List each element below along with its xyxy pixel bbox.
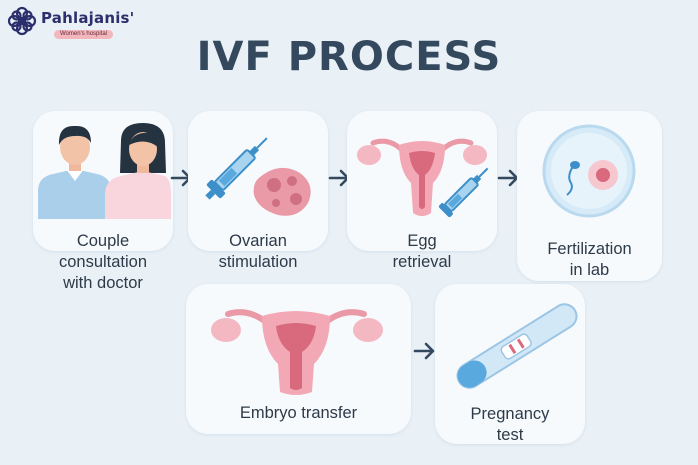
brand-logo: Pahlajanis' Women's hospital [6,5,136,39]
step-card-pregnancy-test: Pregnancy test [435,284,585,444]
pregnancy-test-icon [456,303,578,389]
brand-name: Pahlajanis' [41,9,135,27]
step-label: Embryo transfer [239,404,358,422]
logo-mark-icon [7,6,37,36]
brand-tagline: Women's hospital [54,30,114,39]
step-card-consultation: Couple consultation with doctor [33,111,173,292]
syringe-ovary-icon [205,137,311,216]
uterus-syringe-icon [357,138,489,218]
couple-icon [38,123,171,219]
step-label: Fertilization in lab [547,240,632,279]
step-label: Ovarian stimulation [218,232,298,271]
petri-dish-icon [542,124,636,218]
step-card-embryo-transfer: Embryo transfer [186,284,411,434]
arrow-icon [413,341,437,361]
step-label: Egg retrieval [392,232,452,271]
uterus-icon [211,309,383,395]
step-card-egg-retrieval: Egg retrieval [347,111,497,271]
page-title: IVF PROCESS [196,34,502,80]
step-label: Pregnancy test [470,405,550,444]
step-card-stimulation: Ovarian stimulation [188,111,328,271]
step-label: Couple consultation with doctor [58,232,148,292]
step-card-fertilization: Fertilization in lab [517,111,662,281]
